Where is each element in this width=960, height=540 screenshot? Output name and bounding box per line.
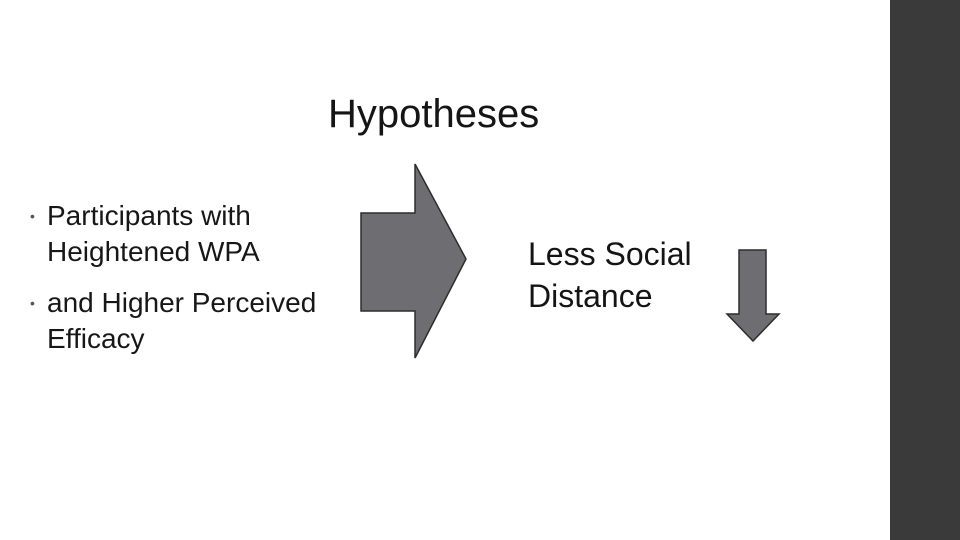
bullet-item-participants: • Participants with Heightened WPA <box>28 198 348 270</box>
bullet-text-participants: Participants with Heightened WPA <box>47 200 260 267</box>
right-side-band <box>890 0 960 540</box>
bullet-marker-icon: • <box>30 208 35 224</box>
slide-title: Hypotheses <box>328 92 540 136</box>
right-arrow-icon <box>360 163 467 359</box>
bullet-marker-icon: • <box>30 295 35 311</box>
down-arrow-icon <box>725 249 781 343</box>
outcome-line-two: Distance <box>528 278 653 314</box>
hypothesis-bullet-list: • Participants with Heightened WPA • and… <box>28 198 348 357</box>
slide-canvas: Hypotheses • Participants with Heightene… <box>28 92 781 359</box>
outcome-line-one: Less Social <box>528 236 692 272</box>
bullet-text-efficacy: and Higher Perceived Efficacy <box>47 287 317 354</box>
outcome-text: Less Social Distance <box>528 233 738 317</box>
bullet-item-efficacy: • and Higher Perceived Efficacy <box>28 285 348 357</box>
